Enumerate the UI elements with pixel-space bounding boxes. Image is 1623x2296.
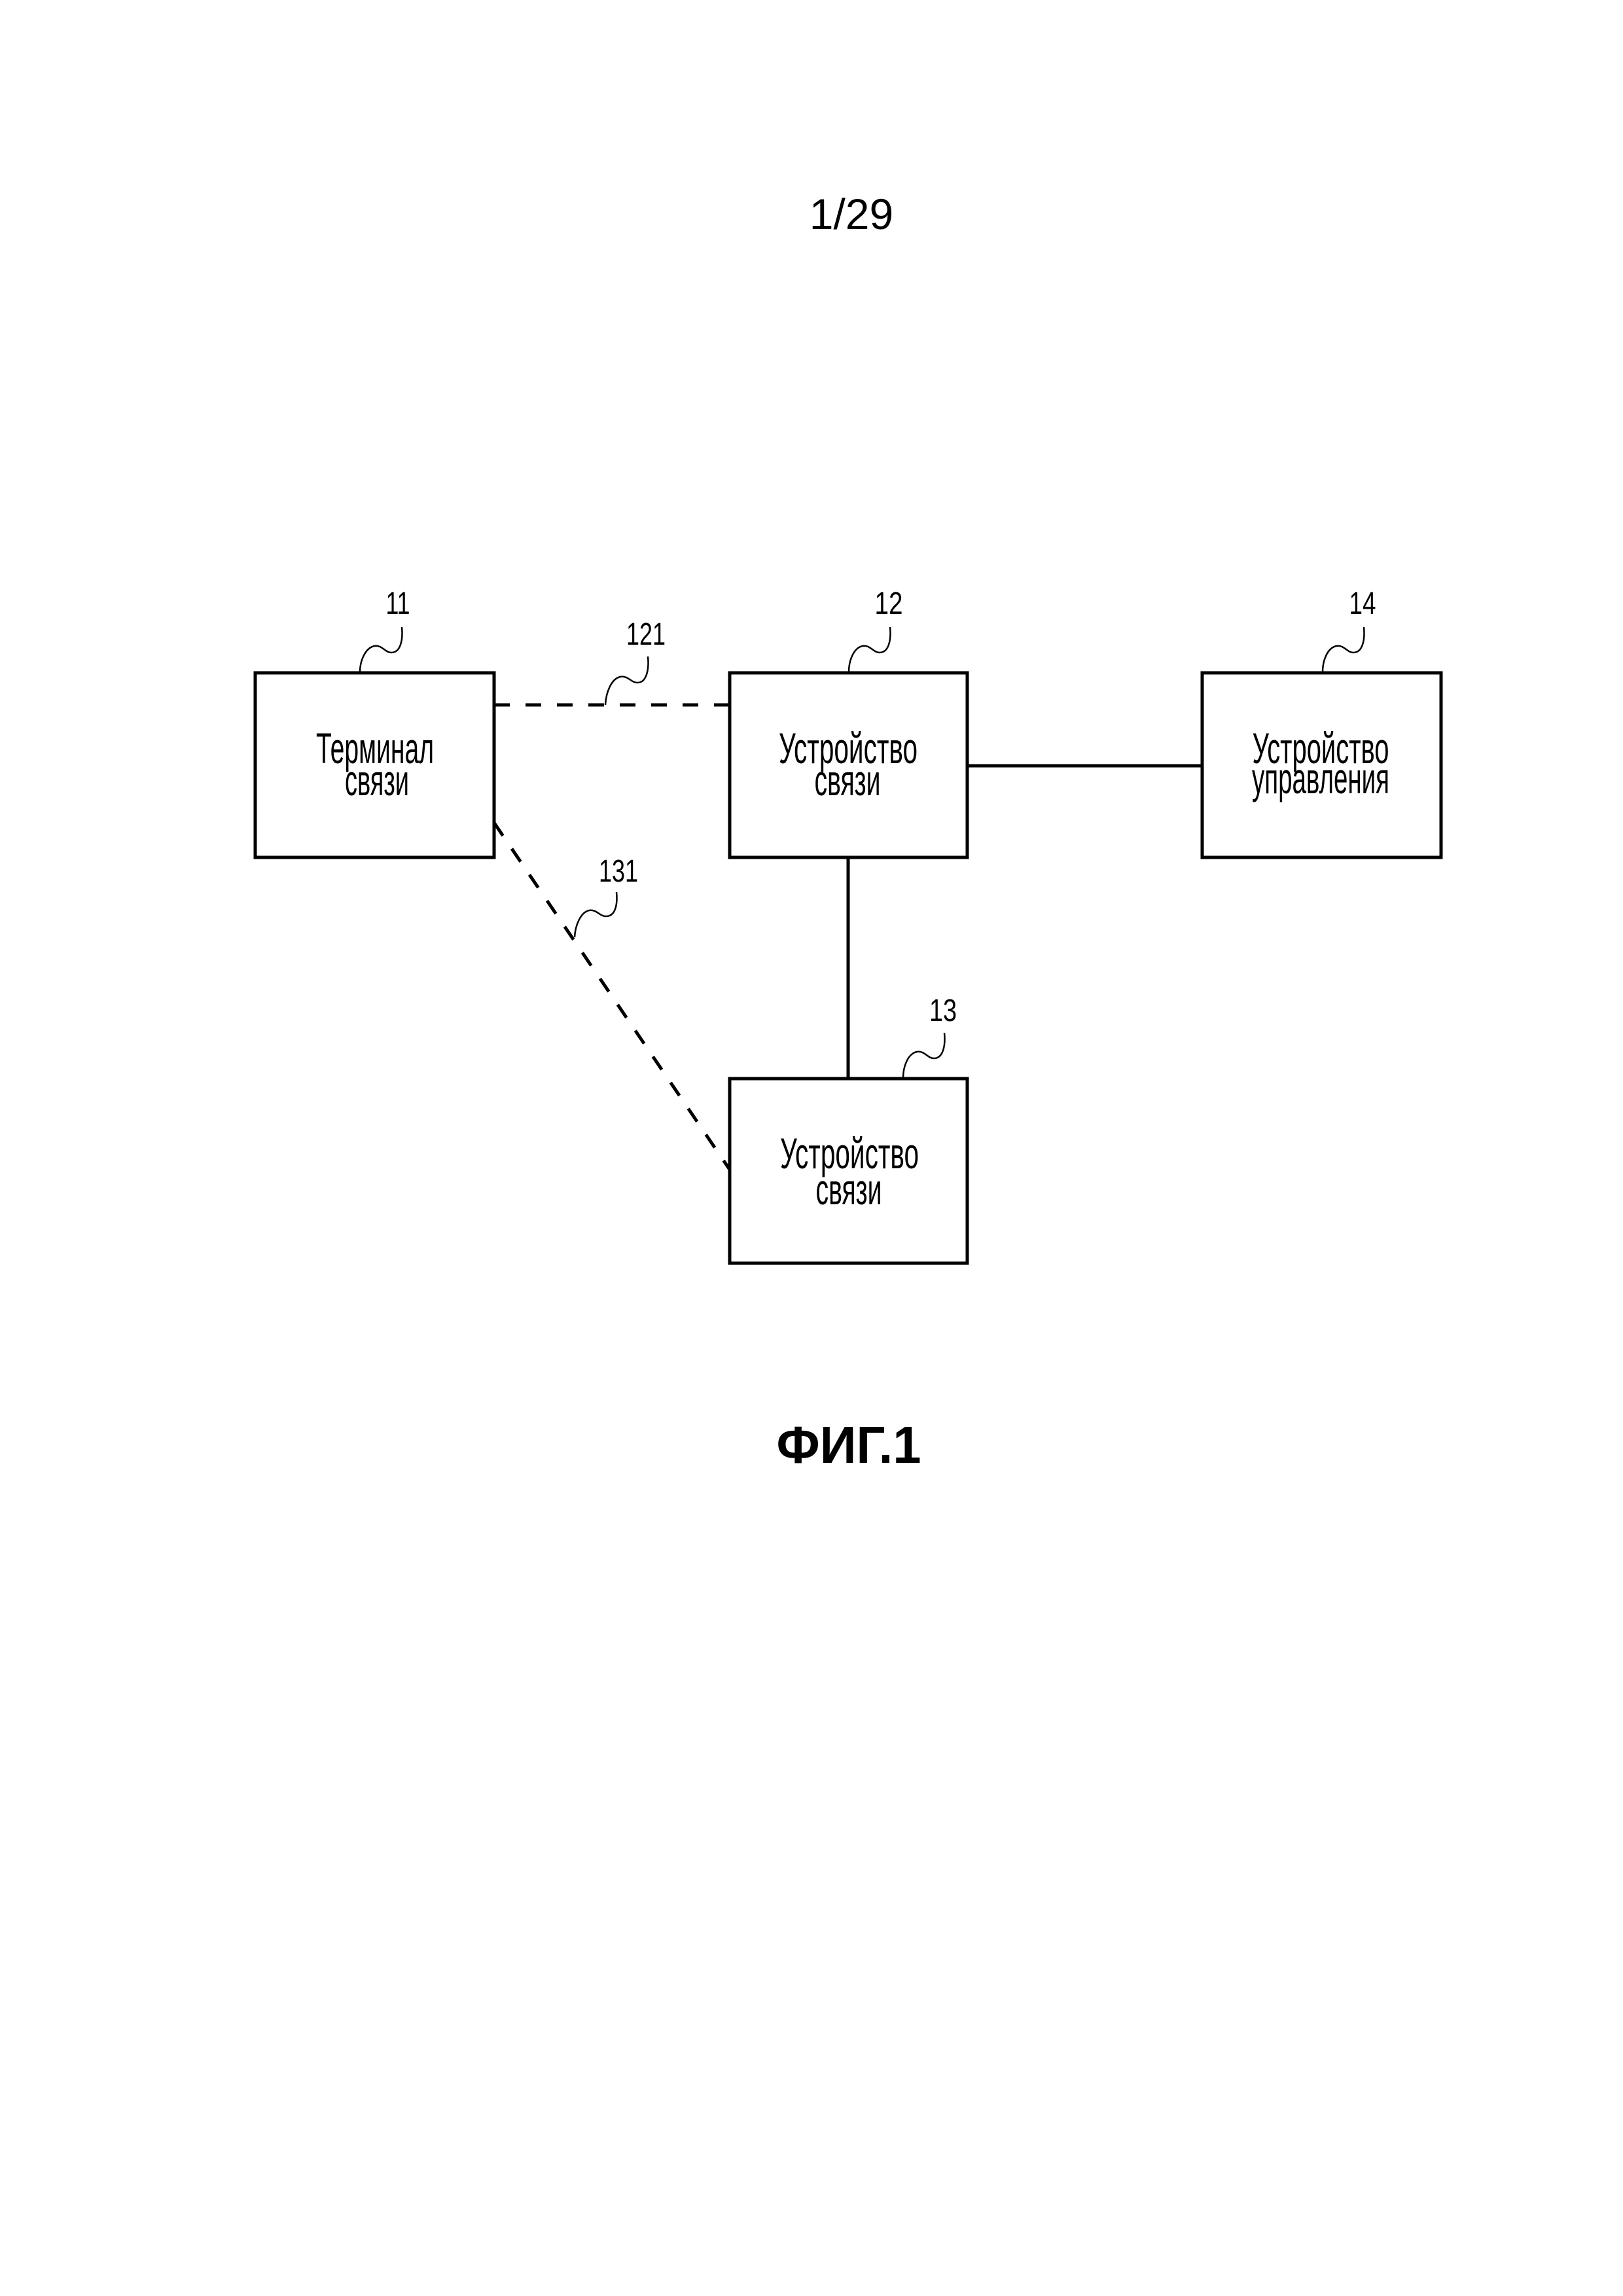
node-12-ref-number: 12: [875, 586, 903, 621]
node-11-leader-line: [359, 626, 403, 673]
node-11: Терминал связи 11: [253, 586, 496, 859]
figure-caption: ФИГ.1: [777, 1416, 921, 1474]
page-number: 1/29: [810, 190, 893, 238]
node-14-label-line1: Устройство: [1253, 724, 1389, 772]
link-131-ref-number: 131: [599, 854, 638, 889]
node-12-leader-line: [847, 626, 891, 673]
node-11-ref-number: 11: [386, 586, 410, 621]
link-131-leader-line: [573, 891, 618, 938]
link-121-ref-number: 121: [626, 617, 666, 652]
node-13-ref-number: 13: [929, 994, 957, 1028]
node-14-label-line2: управления: [1252, 754, 1389, 802]
node-11-label-line1: Терминал: [316, 724, 434, 772]
node-13-label-line2: связи: [816, 1165, 882, 1213]
node-12: Устройство связи 12: [728, 586, 969, 859]
node-14-box: [1200, 671, 1443, 859]
node-14-leader-line: [1321, 626, 1365, 673]
node-13-leader-line: [902, 1032, 946, 1079]
node-14: Устройство управления 14: [1200, 586, 1443, 859]
link-121-annotation: 121: [604, 617, 666, 706]
node-13: Устройство связи 13: [728, 994, 969, 1265]
node-14-ref-number: 14: [1349, 586, 1376, 621]
link-131-annotation: 131: [573, 854, 638, 938]
node-13-label-line1: Устройство: [780, 1129, 919, 1177]
node-11-box: [253, 671, 496, 859]
node-11-label-line2: связи: [345, 756, 409, 804]
node-12-label-line2: связи: [815, 756, 881, 804]
node-12-box: [728, 671, 969, 859]
link-121-leader-line: [604, 656, 649, 706]
node-13-box: [728, 1077, 969, 1265]
node-12-label-line1: Устройство: [779, 724, 918, 772]
link-131-dashed: [492, 821, 732, 1171]
